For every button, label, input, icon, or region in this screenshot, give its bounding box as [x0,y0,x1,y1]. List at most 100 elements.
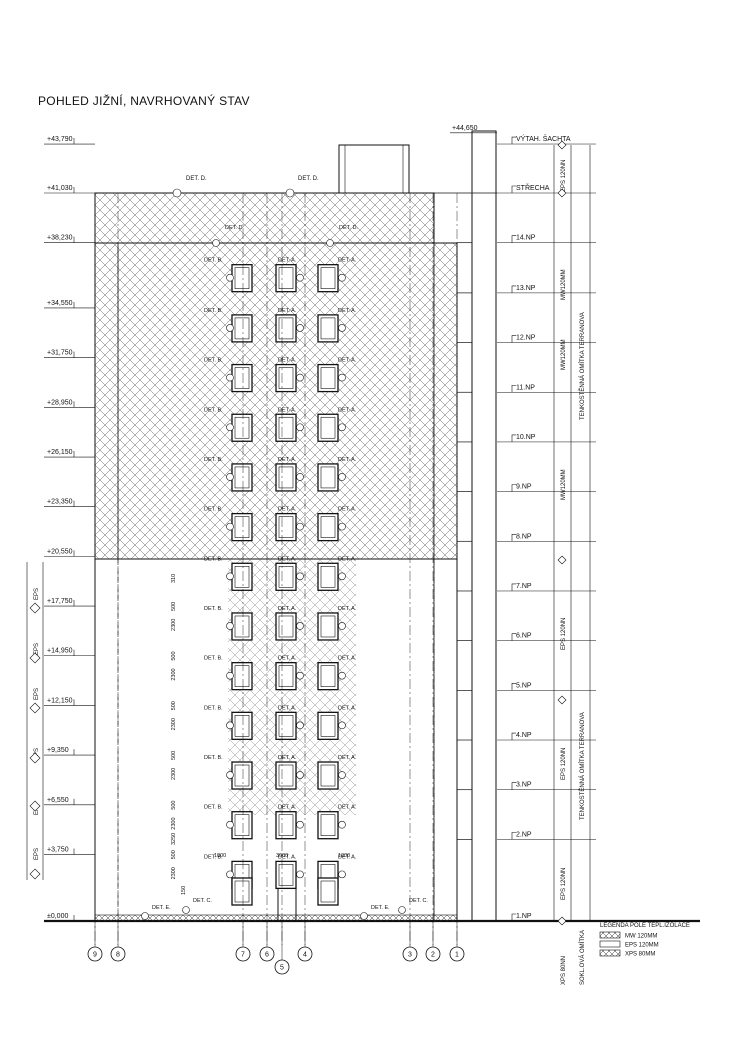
detail-label: DET. B. [204,656,223,662]
detail-label: DET. B. [204,308,223,314]
elevation-label-11: +12,150 [47,697,73,704]
dim-500: 500 [171,801,177,810]
window-frame [234,267,250,289]
window-frame [278,516,294,538]
detail-bubble [226,771,234,779]
window-frame [278,416,294,439]
legend-item-1: EPS 120MM [625,943,659,949]
window-frame [320,565,336,588]
elevation-label-10: +14,950 [47,648,73,655]
window-frame [278,665,294,687]
window [317,761,339,790]
band-marker [557,555,567,565]
floor-label-11: 5.NP [516,682,532,689]
detail-label: DET. A. [338,556,357,562]
window-frame [320,665,336,687]
detail-bubble [296,473,304,481]
elevation-label-13: +6,550 [47,797,69,804]
band-marker [557,188,567,198]
detail-d-bubble-3 [212,239,220,247]
floor-marker [511,185,516,193]
dim-2300: 2300 [171,619,177,631]
detail-label: DET. B. [204,854,223,860]
floor-marker [511,434,516,442]
band-eps-marker [29,868,41,880]
detail-c-bubble-1 [182,906,190,914]
detail-bubble [296,423,304,432]
detail-c-bubble-2 [398,906,406,914]
dim-1000-left: 1000 [214,853,226,859]
drawing-title: POHLED JIŽNÍ, NAVRHOVANÝ STAV [38,94,250,108]
detail-bubble [338,671,346,680]
detail-label: DET. A. [278,358,297,364]
elevation-markers: +43,790+41,030+38,230+34,550+31,750+28,9… [44,125,497,922]
window-frame [278,814,294,837]
band-mw120-2: MW120MM [561,339,567,370]
window-frame [234,665,250,687]
window-frame [278,317,294,340]
floor-marker [511,913,516,921]
window [275,562,297,591]
window [275,363,297,393]
floor-label-3: 13.NP [516,285,536,292]
window-frame [234,615,250,638]
dim-2300: 2300 [171,768,177,780]
window-frame [320,880,336,903]
window-frame [278,715,294,737]
elevation-label-6: +26,150 [47,449,73,456]
detail-label: DET. A. [278,407,297,413]
detail-label: DET. A. [338,358,357,364]
detail-d-bubble-4 [326,239,334,247]
detail-bubble [226,324,234,332]
window-frame [234,565,250,588]
building-outline [26,130,700,923]
floor-marker [511,583,516,591]
window-frame [234,466,250,489]
window-frame [320,367,336,389]
legend-swatch [599,940,621,948]
axis-label-9: 9 [93,952,97,959]
dim-500: 500 [171,751,177,760]
floor-label-13: 3.NP [516,782,532,789]
band-marker [557,916,567,926]
detail-label: DET. A. [278,805,297,811]
detail-bubble [338,622,346,630]
window [317,363,339,393]
elevation-label-8: +20,550 [47,548,73,555]
floor-marker [511,683,516,691]
window-frame [234,317,250,340]
detail-bubble [338,324,346,332]
axis-bubble [110,946,126,962]
detail-label: DET. A. [338,457,357,463]
window-frame [320,267,336,289]
detail-d-label-3: DET. D. [225,225,244,231]
band-eps-marker [29,752,41,764]
window-frame [234,814,250,837]
detail-bubble [338,423,346,432]
floor-label-15: 1.NP [516,913,532,920]
legend-swatch [599,931,621,939]
floor-marker [511,533,516,542]
detail-d-label-1: DET. D. [186,176,207,182]
window-frame [234,416,250,439]
floor-label-2: 14.NP [516,235,536,242]
band-eps-marker [29,800,41,812]
detail-label: DET. A. [278,854,297,860]
detail-bubble [338,721,346,730]
detail-label: DET. B. [204,358,223,364]
detail-bubble [226,373,234,382]
axis-bubble [235,946,251,962]
window-frame [234,880,250,903]
detail-e-label-2: DET. E. [371,905,390,911]
window [317,662,339,691]
floor-label-12: 4.NP [516,732,532,739]
detail-bubble [296,870,304,879]
detail-label: DET. A. [278,556,297,562]
floor-marker [511,335,516,343]
mw-hatch-upper [94,192,435,244]
detail-bubble [296,721,304,730]
floor-marker [511,235,516,243]
detail-label: DET. A. [278,308,297,314]
detail-label: DET. A. [338,656,357,662]
